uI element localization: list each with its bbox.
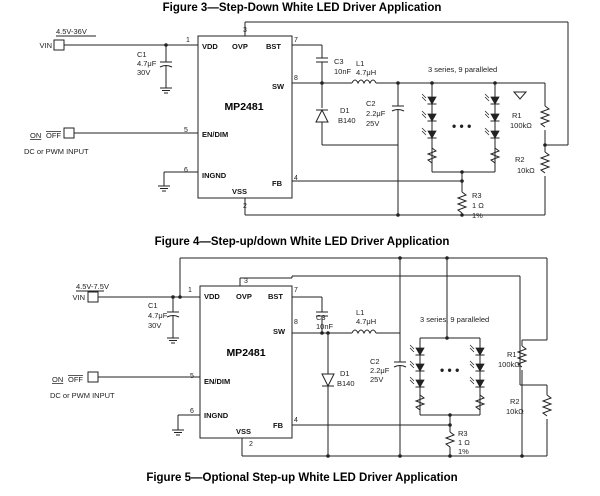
- r3-value-a: 1 Ω: [472, 201, 484, 210]
- circuit-b: 4.5V-7.5V VIN C1 4.7μF 30V MP2481 VDD OV…: [50, 256, 553, 458]
- pin-num-ingnd-a: 6: [184, 167, 188, 174]
- c3-value-b: 10nF: [316, 322, 334, 331]
- c3-value-a: 10nF: [334, 67, 352, 76]
- pin-num-sw-a: 8: [294, 75, 298, 82]
- c2-value-a: 2.2μF: [366, 109, 386, 118]
- r2-ref-b: R2: [510, 397, 520, 406]
- pin-num-sw-b: 8: [294, 319, 298, 326]
- d1-ref-b: D1: [340, 369, 350, 378]
- c1-value-b: 4.7μF: [148, 311, 168, 320]
- chip-name-b: MP2481: [226, 347, 265, 359]
- d1-part-b: B140: [337, 379, 355, 388]
- led-ellipsis-b: • • •: [440, 363, 459, 377]
- r1-value-b: 100kΩ: [498, 360, 520, 369]
- pin-num-vss-b: 2: [249, 441, 253, 448]
- chip-mp2481-a: [197, 35, 293, 199]
- pin-vdd-a: VDD: [202, 42, 218, 51]
- c3-ref-b: C3: [316, 313, 326, 322]
- c1-voltage-a: 30V: [137, 68, 150, 77]
- l1-value-b: 4.7μH: [356, 317, 376, 326]
- c2-voltage-a: 25V: [366, 119, 379, 128]
- pin-num-ingnd-b: 6: [190, 408, 194, 415]
- vin-range-b: 4.5V-7.5V: [76, 282, 109, 291]
- endim-terminal-b: [87, 371, 99, 383]
- l1-ref-b: L1: [356, 308, 364, 317]
- off-label-b: OFF: [68, 375, 83, 384]
- c2-voltage-b: 25V: [370, 375, 383, 384]
- l1-value-a: 4.7μH: [356, 68, 376, 77]
- r2-ref-a: R2: [515, 155, 525, 164]
- pin-bst-b: BST: [268, 292, 283, 301]
- r2-value-a: 10kΩ: [517, 166, 535, 175]
- vin-terminal-b: [87, 291, 99, 303]
- r3-ref-a: R3: [472, 191, 482, 200]
- r1-value-a: 100kΩ: [510, 121, 532, 130]
- pin-vss-b: VSS: [236, 427, 251, 436]
- pin-endim-b: EN/DIM: [204, 377, 230, 386]
- pin-ovp-a: OVP: [232, 42, 248, 51]
- pin-ingnd-b: INGND: [204, 411, 229, 420]
- c2-ref-a: C2: [366, 99, 376, 108]
- figure-5-caption: Figure 5—Optional Step-up White LED Driv…: [146, 472, 457, 484]
- led-array-label-b: 3 series, 9 paralleled: [420, 315, 489, 324]
- c3-ref-a: C3: [334, 57, 344, 66]
- pin-fb-b: FB: [273, 421, 284, 430]
- pin-num-ovp-b: 3: [244, 278, 248, 285]
- c1-ref-b: C1: [148, 301, 158, 310]
- c1-ref-a: C1: [137, 50, 147, 59]
- c1-value-a: 4.7μF: [137, 59, 157, 68]
- r3-ref-b: R3: [458, 429, 468, 438]
- off-label-a: OFF: [46, 131, 61, 140]
- led-array-label-a: 3 series, 9 paralleled: [428, 65, 497, 74]
- on-label-b: ON: [52, 375, 63, 384]
- l1-ref-a: L1: [356, 59, 364, 68]
- pin-vdd-b: VDD: [204, 292, 220, 301]
- r3-value-b: 1 Ω: [458, 438, 470, 447]
- input-label-a: DC or PWM INPUT: [24, 147, 89, 156]
- pin-num-vdd-a: 1: [186, 37, 190, 44]
- r3-tol-b: 1%: [458, 447, 469, 456]
- pin-num-endim-a: 5: [184, 127, 188, 134]
- on-label-a: ON: [30, 131, 41, 140]
- chip-name-a: MP2481: [224, 101, 263, 113]
- figure-4-caption: Figure 4—Step-up/down White LED Driver A…: [155, 236, 450, 248]
- pin-num-bst-a: 7: [294, 37, 298, 44]
- pin-ingnd-a: INGND: [202, 171, 227, 180]
- d1-part-a: B140: [338, 116, 356, 125]
- pin-num-vdd-b: 1: [188, 287, 192, 294]
- figure-3-caption: Figure 3—Step-Down White LED Driver Appl…: [163, 2, 442, 14]
- endim-terminal-a: [63, 127, 75, 139]
- vin-terminal-a: [53, 39, 65, 51]
- c1-voltage-b: 30V: [148, 321, 161, 330]
- pin-vss-a: VSS: [232, 187, 247, 196]
- chip-mp2481-b: [199, 285, 293, 439]
- c2-ref-b: C2: [370, 357, 380, 366]
- vin-label-b: VIN: [72, 293, 85, 302]
- r1-ref-a: R1: [512, 111, 522, 120]
- pin-fb-a: FB: [272, 179, 283, 188]
- pin-num-fb-b: 4: [294, 417, 298, 424]
- r2-value-b: 10kΩ: [506, 407, 524, 416]
- pin-sw-b: SW: [273, 327, 286, 336]
- r1-ref-b: R1: [507, 350, 517, 359]
- input-label-b: DC or PWM INPUT: [50, 391, 115, 400]
- d1-ref-a: D1: [340, 106, 350, 115]
- pin-bst-a: BST: [266, 42, 281, 51]
- vin-range-a: 4.5V-36V: [56, 27, 87, 36]
- circuit-a: 4.5V-36V VIN C1 4.7μF 30V MP2481 VDD OVP…: [24, 21, 569, 220]
- pin-num-bst-b: 7: [294, 287, 298, 294]
- pin-ovp-b: OVP: [236, 292, 252, 301]
- vin-label-a: VIN: [39, 41, 52, 50]
- pin-endim-a: EN/DIM: [202, 130, 228, 139]
- c2-value-b: 2.2μF: [370, 366, 390, 375]
- pin-num-fb-a: 4: [294, 175, 298, 182]
- led-ellipsis-a: • • •: [452, 119, 471, 133]
- pin-sw-a: SW: [272, 82, 285, 91]
